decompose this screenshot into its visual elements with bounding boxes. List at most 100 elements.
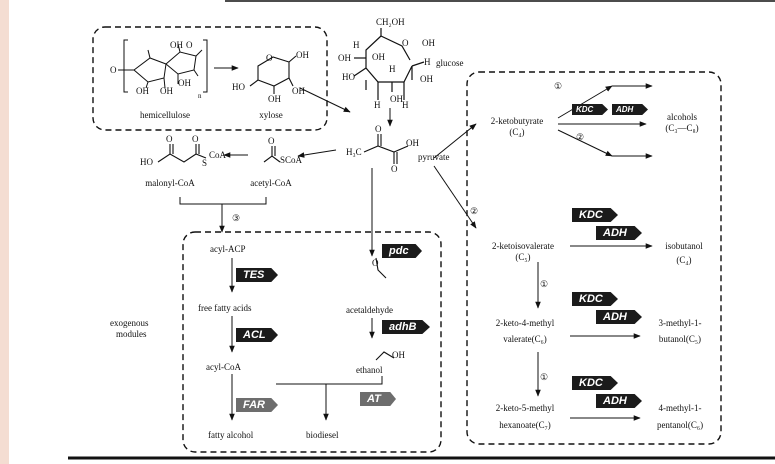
- pyruvate-o-2: O: [391, 164, 398, 174]
- step-1-bottom: ①: [540, 372, 549, 382]
- fatty-alcohol-label: fatty alcohol: [208, 430, 254, 440]
- modules-label: modules: [116, 329, 147, 339]
- ketobutyrate-c: (C₄): [509, 127, 525, 137]
- malonyl-ho: HO: [140, 157, 153, 167]
- glucose-oh-5: OH: [390, 94, 403, 104]
- keto4methyl-label: 2-keto-4-methyl: [495, 318, 555, 328]
- ketobutyrate-label: 2-ketobutyrate: [490, 116, 544, 126]
- xylose-oh-3: OH: [292, 86, 305, 96]
- hemi-o-label-2: O: [186, 40, 193, 50]
- free-fatty-acids-label: free fatty acids: [198, 303, 252, 313]
- hemi-oh-1: OH: [136, 86, 149, 96]
- enzyme-kdc-1: KDC: [572, 208, 618, 222]
- small-structures: [375, 257, 395, 361]
- exogenous-label: exogenous: [110, 318, 149, 328]
- keto5methyl-label-2: hexanoate(C₇): [499, 420, 551, 430]
- ethanol-label: ethanol: [356, 365, 383, 375]
- hemi-o-label: O: [110, 65, 117, 75]
- alcohols-c: (C₃—C₈): [665, 123, 699, 133]
- hemicellulose-box: [92, 26, 328, 131]
- enzyme-far-tag: FAR: [236, 398, 278, 412]
- isobutanol-label: isobutanol: [665, 241, 703, 251]
- glucose-h-4: H: [374, 100, 381, 110]
- xylose-structure: [249, 55, 297, 94]
- xylose-label: xylose: [259, 110, 283, 120]
- enzyme-adh-1: ADH: [596, 226, 642, 240]
- glucose-h-2: H: [424, 57, 431, 67]
- enzyme-kdc-small: KDC: [572, 104, 608, 115]
- glucose-o: O: [402, 38, 409, 48]
- hemi-oh-3: OH: [170, 40, 183, 50]
- malonyl-coa-label: malonyl-CoA: [145, 178, 195, 188]
- keto5methyl-label: 2-keto-5-methyl: [495, 403, 555, 413]
- enzyme-pdc-tag: pdc: [382, 244, 422, 258]
- acyl-coa-label: acyl-CoA: [206, 362, 241, 372]
- hemi-oh-4: OH: [178, 78, 191, 88]
- glucose-oh-2: OH: [372, 52, 385, 62]
- methylbutanol-label: 3-methyl-1-: [658, 318, 702, 328]
- enzyme-acl-tag: ACL: [236, 328, 278, 342]
- malonyl-s: S: [202, 158, 208, 168]
- alcohols-label: alcohols: [667, 112, 697, 122]
- step-1-top: ①: [554, 81, 563, 91]
- glucose-oh-1: OH: [338, 53, 351, 63]
- malonyl-o-1: O: [166, 134, 173, 144]
- methylpentanol-label: 4-methyl-1-: [658, 403, 702, 413]
- acetyl-o: O: [268, 136, 275, 146]
- enzyme-adh-small: ADH: [612, 104, 648, 115]
- acetaldehyde-label: acetaldehyde: [346, 305, 393, 315]
- arrows: [179, 65, 653, 421]
- hemi-oh-2: OH: [160, 86, 173, 96]
- enzyme-kdc-3: KDC: [572, 376, 618, 390]
- glucose-ch2oh: CH₂OH: [376, 17, 405, 27]
- acyl-acp-label: acyl-ACP: [210, 244, 246, 254]
- enzyme-kdc-2: KDC: [572, 292, 618, 306]
- isobutanol-c: (C₄): [676, 255, 692, 265]
- acetyl-scoa: SCoA: [280, 155, 303, 165]
- acetaldehyde-o: O: [372, 258, 379, 268]
- xylose-oh-2: OH: [268, 94, 281, 104]
- pyruvate-o-1: O: [375, 124, 382, 134]
- glucose-h-5: H: [402, 100, 409, 110]
- ketoisovalerate-label: 2-ketoisovalerate: [492, 241, 554, 251]
- enzyme-adh-3: ADH: [596, 394, 642, 408]
- malonyl-coa-text: CoA: [209, 150, 227, 160]
- methylpentanol-label-2: pentanol(C₆): [656, 420, 704, 430]
- keto-acid-box: [466, 71, 722, 445]
- step-3: ③: [232, 213, 241, 223]
- keto4methyl-label-2: valerate(C₆): [503, 334, 547, 344]
- pyruvate-structure: [363, 134, 409, 164]
- malonyl-o-2: O: [192, 134, 199, 144]
- biodiesel-label: biodiesel: [306, 430, 339, 440]
- glucose-h-1: H: [353, 40, 360, 50]
- coa-structures: [157, 144, 281, 163]
- glucose-label: glucose: [436, 58, 464, 68]
- acetyl-coa-label: acetyl-CoA: [250, 178, 292, 188]
- step-2-left: ②: [470, 206, 479, 216]
- methylbutanol-label-2: butanol(C₅): [658, 334, 702, 344]
- hemi-n: n: [198, 92, 202, 100]
- hemicellulose-structure: [118, 39, 208, 93]
- pyruvate-label: pyruvate: [418, 152, 450, 162]
- glucose-structure: [353, 28, 425, 100]
- glucose-oh-4: OH: [420, 74, 433, 84]
- glucose-oh-3: OH: [422, 38, 435, 48]
- xylose-o: O: [266, 53, 273, 63]
- ketoisovalerate-c: (C₅): [515, 252, 531, 262]
- pyruvate-h3c: H₃C: [346, 147, 362, 157]
- step-1-mid: ①: [540, 279, 549, 289]
- xylose-ho: HO: [232, 82, 245, 92]
- step-2-top: ②: [576, 132, 585, 142]
- pyruvate-oh: OH: [406, 138, 419, 148]
- page-edge: [0, 0, 9, 464]
- glucose-ho: HO: [342, 72, 355, 82]
- ethanol-oh: OH: [392, 350, 405, 360]
- hemicellulose-label: hemicellulose: [140, 110, 190, 120]
- enzyme-adhB-tag: adhB: [382, 320, 430, 334]
- glucose-h-3: H: [389, 64, 396, 74]
- xylose-oh-1: OH: [296, 50, 309, 60]
- enzyme-tes-tag: TES: [236, 268, 278, 282]
- exogenous-box: [182, 231, 442, 453]
